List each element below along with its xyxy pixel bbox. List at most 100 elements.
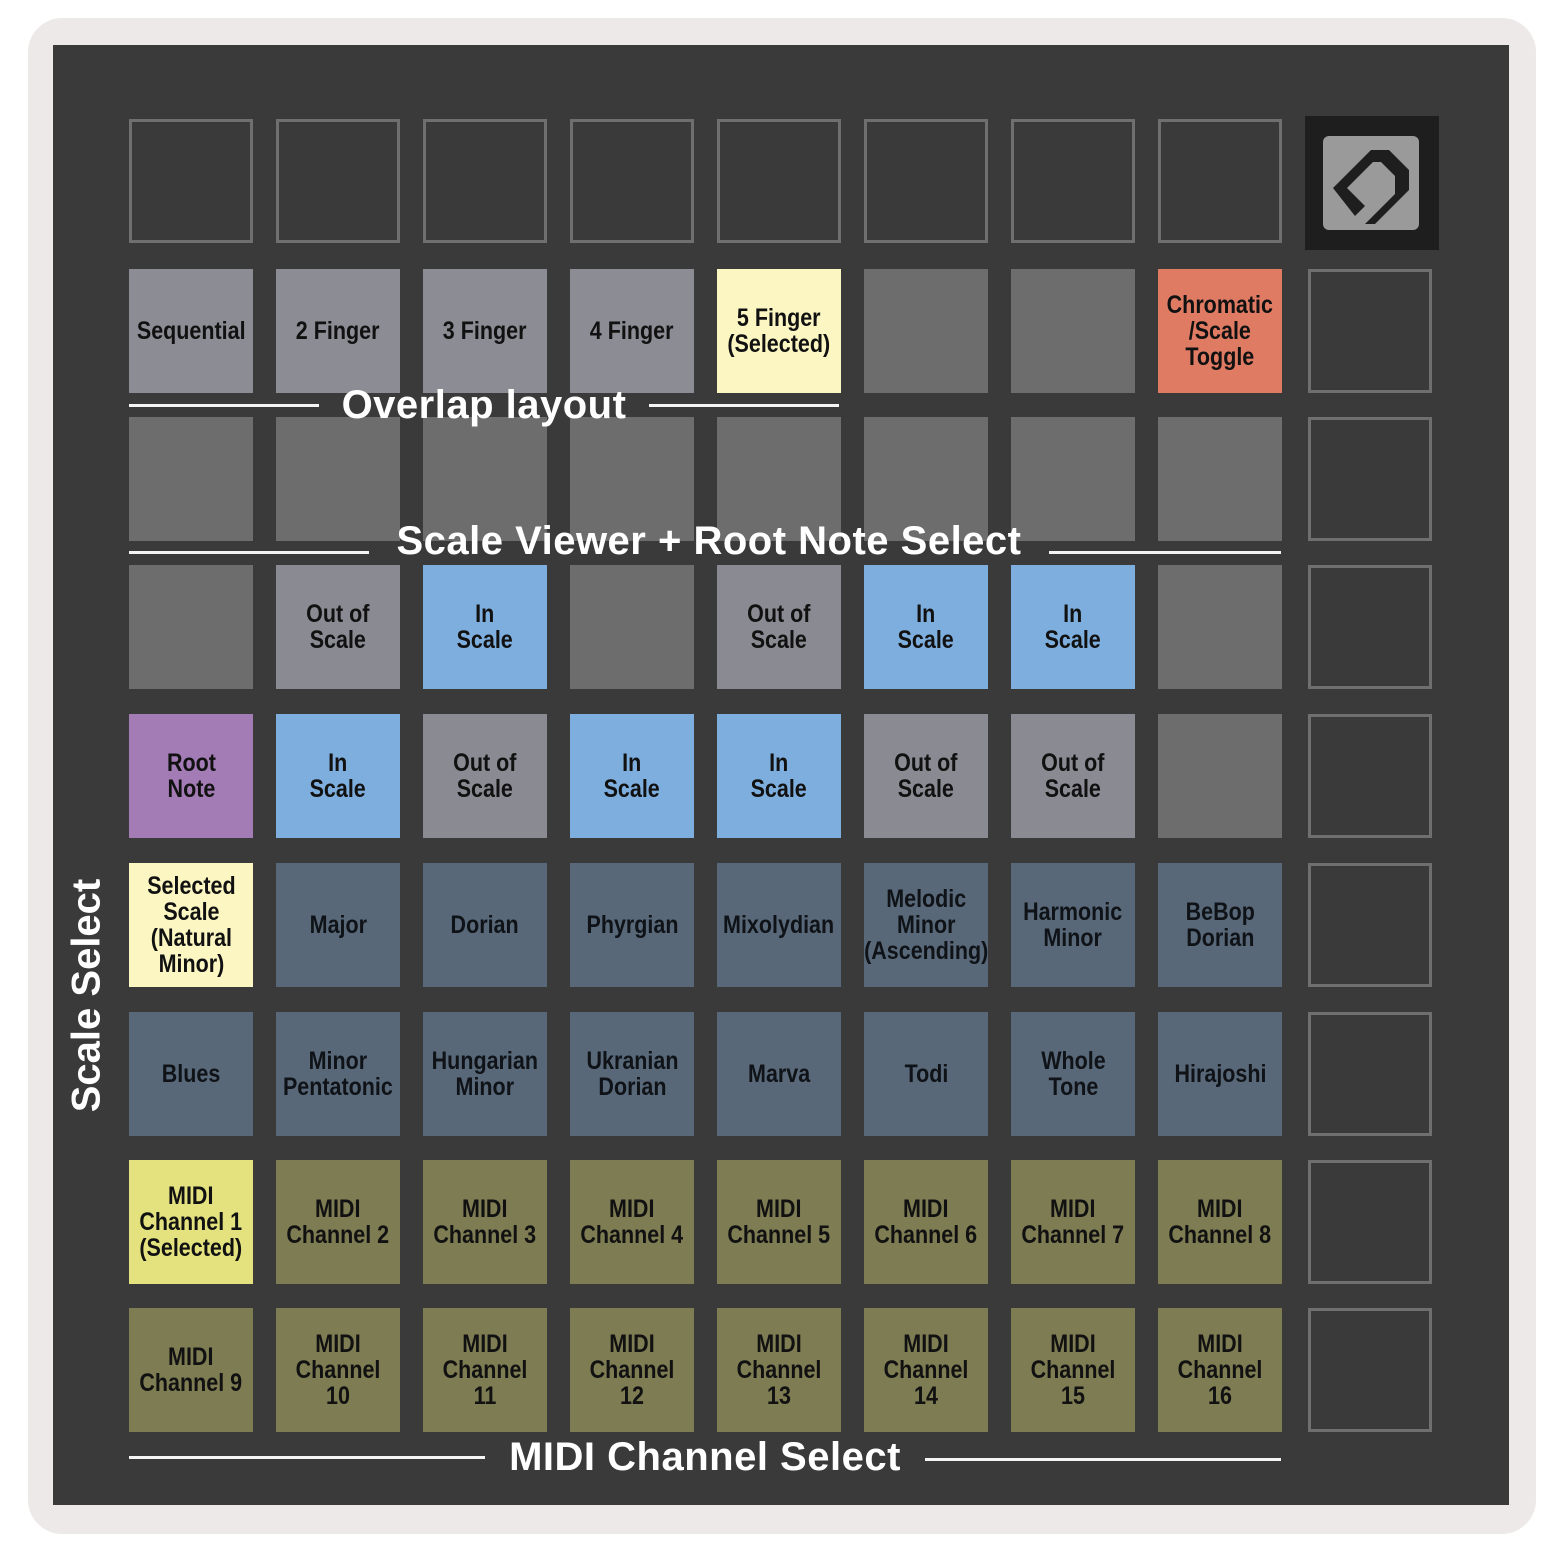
scale-select-row-2-pad-5[interactable]: Marva <box>717 1012 841 1136</box>
midi-row-2-pad-7[interactable]: MIDI Channel 15 <box>1011 1308 1135 1432</box>
scale-viewer-label: Scale Viewer + Root Note Select <box>396 519 1022 563</box>
overlap-row-pad-4[interactable]: 4 Finger <box>570 269 694 393</box>
top-button-row-pad-6[interactable] <box>864 119 988 243</box>
pad-label: Hirajoshi <box>1173 1059 1266 1088</box>
midi-row-2-pad-2[interactable]: MIDI Channel 10 <box>276 1308 400 1432</box>
scale-viewer-upper-row-pad-2[interactable]: Out of Scale <box>276 565 400 689</box>
scale-select-row-1-pad-1[interactable]: Selected Scale (Natural Minor) <box>129 863 253 987</box>
blank-row-pad-1[interactable] <box>129 417 253 541</box>
scale-select-row-1-pad-8[interactable]: BeBop Dorian <box>1158 863 1282 987</box>
midi-row-1-pad-4[interactable]: MIDI Channel 4 <box>570 1160 694 1284</box>
scale-select-row-2-pad-1[interactable]: Blues <box>129 1012 253 1136</box>
top-button-row-pad-2[interactable] <box>276 119 400 243</box>
scale-select-row-2-pad-2[interactable]: Minor Pentatonic <box>276 1012 400 1136</box>
scale-select-row-2-pad-6[interactable]: Todi <box>864 1012 988 1136</box>
pad-label: Whole Tone <box>1040 1046 1106 1101</box>
side-button-6[interactable] <box>1308 1012 1432 1136</box>
midi-row-1-pad-6[interactable]: MIDI Channel 6 <box>864 1160 988 1284</box>
side-button-3[interactable] <box>1308 565 1432 689</box>
midi-row-2-pad-1[interactable]: MIDI Channel 9 <box>129 1308 253 1432</box>
top-button-row-pad-5[interactable] <box>717 119 841 243</box>
side-button-1[interactable] <box>1308 269 1432 393</box>
pad-label: MIDI Channel 9 <box>139 1342 243 1397</box>
scale-select-row-1-pad-5[interactable]: Mixolydian <box>717 863 841 987</box>
overlap-row-pad-2[interactable]: 2 Finger <box>276 269 400 393</box>
side-button-4[interactable] <box>1308 714 1432 838</box>
blank-row-pad-3[interactable] <box>423 417 547 541</box>
overlap-row-pad-1[interactable]: Sequential <box>129 269 253 393</box>
overlap-line-right <box>649 404 839 407</box>
scale-viewer-lower-row-pad-1[interactable]: Root Note <box>129 714 253 838</box>
scale-select-row-2-pad-3[interactable]: Hungarian Minor <box>423 1012 547 1136</box>
overlap-row-pad-6[interactable] <box>864 269 988 393</box>
midi-row-1-pad-7[interactable]: MIDI Channel 7 <box>1011 1160 1135 1284</box>
pad-label: Hungarian Minor <box>431 1046 539 1101</box>
pad-label: Selected Scale (Natural Minor) <box>146 871 236 979</box>
scale-viewer-upper-row-pad-8[interactable] <box>1158 565 1282 689</box>
blank-row-pad-5[interactable] <box>717 417 841 541</box>
top-button-row-pad-7[interactable] <box>1011 119 1135 243</box>
top-button-row-pad-8[interactable] <box>1158 119 1282 243</box>
scale-viewer-lower-row-pad-8[interactable] <box>1158 714 1282 838</box>
blank-row-pad-2[interactable] <box>276 417 400 541</box>
scale-select-row-1-pad-2[interactable]: Major <box>276 863 400 987</box>
novation-logo-icon <box>1323 136 1419 230</box>
logo-button[interactable] <box>1305 116 1439 250</box>
scale-viewer-upper-row-pad-5[interactable]: Out of Scale <box>717 565 841 689</box>
midi-row-2-pad-5[interactable]: MIDI Channel 13 <box>717 1308 841 1432</box>
scale-viewer-lower-row-pad-7[interactable]: Out of Scale <box>1011 714 1135 838</box>
midi-channel-select-label: MIDI Channel Select <box>509 1435 901 1479</box>
scale-viewer-upper-row-pad-1[interactable] <box>129 565 253 689</box>
blank-row-pad-8[interactable] <box>1158 417 1282 541</box>
pad-label: Blues <box>161 1059 221 1088</box>
side-button-5[interactable] <box>1308 863 1432 987</box>
blank-row-pad-4[interactable] <box>570 417 694 541</box>
scale-select-row-1-pad-4[interactable]: Phyrgian <box>570 863 694 987</box>
pad-label: MIDI Channel 8 <box>1168 1194 1272 1249</box>
scale-select-row-2-pad-4[interactable]: Ukranian Dorian <box>570 1012 694 1136</box>
midi-row-1-pad-2[interactable]: MIDI Channel 2 <box>276 1160 400 1284</box>
blank-row-pad-7[interactable] <box>1011 417 1135 541</box>
scale-select-row-1-pad-3[interactable]: Dorian <box>423 863 547 987</box>
scale-viewer-upper-row-pad-4[interactable] <box>570 565 694 689</box>
side-button-2[interactable] <box>1308 417 1432 541</box>
overlap-row-pad-7[interactable] <box>1011 269 1135 393</box>
scale-viewer-lower-row-pad-4[interactable]: In Scale <box>570 714 694 838</box>
pad-label: In Scale <box>1044 599 1102 654</box>
overlap-row-pad-5[interactable]: 5 Finger (Selected) <box>717 269 841 393</box>
midi-row-2-pad-3[interactable]: MIDI Channel 11 <box>423 1308 547 1432</box>
top-button-row-pad-3[interactable] <box>423 119 547 243</box>
blank-row-pad-6[interactable] <box>864 417 988 541</box>
midi-row-2-pad-4[interactable]: MIDI Channel 12 <box>570 1308 694 1432</box>
scale-select-row-2-pad-8[interactable]: Hirajoshi <box>1158 1012 1282 1136</box>
side-button-8[interactable] <box>1308 1308 1432 1432</box>
pad-label: Ukranian Dorian <box>585 1046 678 1101</box>
top-button-row-pad-1[interactable] <box>129 119 253 243</box>
scale-viewer-upper-row-pad-3[interactable]: In Scale <box>423 565 547 689</box>
overlap-row-pad-8[interactable]: Chromatic /Scale Toggle <box>1158 269 1282 393</box>
midi-row-1-pad-8[interactable]: MIDI Channel 8 <box>1158 1160 1282 1284</box>
scale-viewer-lower-row-pad-6[interactable]: Out of Scale <box>864 714 988 838</box>
midi-row-1-pad-5[interactable]: MIDI Channel 5 <box>717 1160 841 1284</box>
overlap-row-pad-3[interactable]: 3 Finger <box>423 269 547 393</box>
midi-line-left <box>129 1456 485 1459</box>
midi-row-1-pad-1[interactable]: MIDI Channel 1 (Selected) <box>129 1160 253 1284</box>
scale-viewer-lower-row-pad-2[interactable]: In Scale <box>276 714 400 838</box>
top-button-row-pad-4[interactable] <box>570 119 694 243</box>
midi-row-2-pad-6[interactable]: MIDI Channel 14 <box>864 1308 988 1432</box>
pad-label: In Scale <box>897 599 955 654</box>
pad-label: MIDI Channel 2 <box>286 1194 390 1249</box>
scale-viewer-upper-row-pad-7[interactable]: In Scale <box>1011 565 1135 689</box>
scale-select-row-1-pad-7[interactable]: Harmonic Minor <box>1011 863 1135 987</box>
scale-viewer-lower-row-pad-3[interactable]: Out of Scale <box>423 714 547 838</box>
midi-row-2-pad-8[interactable]: MIDI Channel 16 <box>1158 1308 1282 1432</box>
midi-row-1-pad-3[interactable]: MIDI Channel 3 <box>423 1160 547 1284</box>
scale-viewer-upper-row-pad-6[interactable]: In Scale <box>864 565 988 689</box>
side-button-7[interactable] <box>1308 1160 1432 1284</box>
pad-label: 5 Finger (Selected) <box>727 303 831 358</box>
scale-viewer-lower-row-pad-5[interactable]: In Scale <box>717 714 841 838</box>
pad-label: Harmonic Minor <box>1023 897 1123 952</box>
scale-select-row-2-pad-7[interactable]: Whole Tone <box>1011 1012 1135 1136</box>
pad-label: 3 Finger <box>443 316 527 345</box>
scale-select-row-1-pad-6[interactable]: Melodic Minor (Ascending) <box>864 863 988 987</box>
